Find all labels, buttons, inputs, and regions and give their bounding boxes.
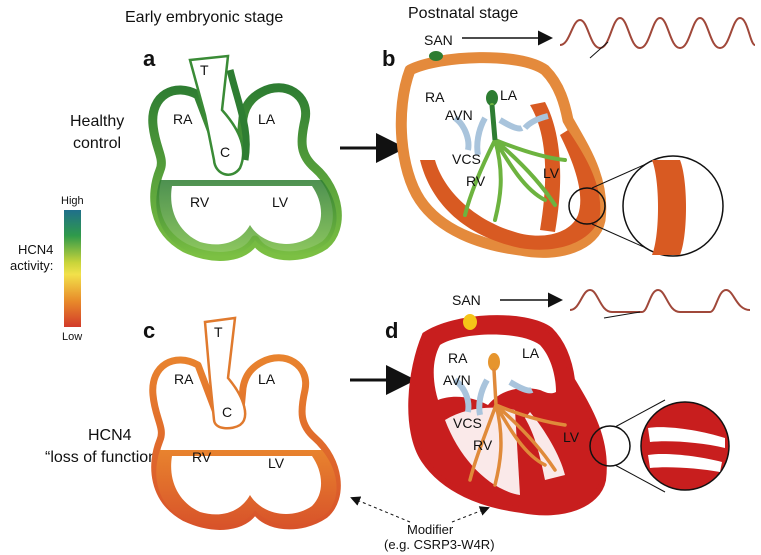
legend-title-activity: activity:	[10, 258, 53, 273]
postnatal-b-VCS: VCS	[452, 151, 481, 167]
header-early-stage: Early embryonic stage	[125, 9, 283, 26]
postnatal-b-AVN: AVN	[445, 107, 473, 123]
panel-label-b: b	[382, 46, 395, 71]
embryo-c-RV: RV	[192, 449, 212, 465]
embryo-a-RA: RA	[173, 111, 193, 127]
row-label-control: control	[73, 135, 121, 152]
postnatal-b-RA: RA	[425, 89, 445, 105]
magnifier-hcn4-loss	[589, 399, 730, 493]
postnatal-b-SAN: SAN	[424, 32, 453, 48]
panel-label-c: c	[143, 318, 155, 343]
embryo-a-LA: LA	[258, 111, 276, 127]
modifier-arrow-left	[350, 496, 411, 523]
hcn4-activity-colorbar	[64, 210, 81, 327]
embryo-c-LV: LV	[268, 455, 285, 471]
magnifier-healthy	[568, 155, 724, 257]
ecg-trace-healthy	[559, 16, 756, 50]
postnatal-d-SAN: SAN	[452, 292, 481, 308]
embryo-a-C: C	[220, 144, 230, 160]
embryo-a-LV: LV	[272, 194, 289, 210]
postnatal-d-LA: LA	[522, 345, 540, 361]
embryo-a-RV: RV	[190, 194, 210, 210]
postnatal-b-RV: RV	[466, 173, 486, 189]
legend-title-hcn4: HCN4	[18, 242, 53, 257]
postnatal-d-VCS: VCS	[453, 415, 482, 431]
embryo-a-T: T	[200, 62, 209, 78]
modifier-example: (e.g. CSRP3-W4R)	[384, 537, 495, 552]
embryo-c-C: C	[222, 404, 232, 420]
modifier-label: Modifier	[407, 522, 454, 537]
panel-label-d: d	[385, 318, 398, 343]
ecg-trace-hcn4-loss	[569, 288, 751, 313]
postnatal-b-LA: LA	[500, 87, 518, 103]
legend-low-label: Low	[62, 331, 82, 343]
embryonic-heart-hcn4-loss: T C RA LA RV LV	[149, 316, 341, 530]
row-label-loss-of-function: “loss of function”	[45, 449, 162, 466]
header-postnatal-stage: Postnatal stage	[408, 5, 518, 22]
embryo-c-LA: LA	[258, 371, 276, 387]
postnatal-b-LV: LV	[543, 165, 560, 181]
postnatal-heart-hcn4-loss: SAN RA LA AVN VCS RV LV	[408, 292, 607, 516]
embryo-c-RA: RA	[174, 371, 194, 387]
san-node-loss	[463, 314, 477, 330]
postnatal-d-AVN: AVN	[443, 372, 471, 388]
postnatal-d-RA: RA	[448, 350, 468, 366]
embryonic-heart-healthy: T C RA LA RV LV	[148, 54, 342, 261]
legend-high-label: High	[61, 195, 84, 207]
avn-node-loss	[488, 353, 500, 371]
modifier-arrow-right	[451, 506, 490, 523]
postnatal-d-LV: LV	[563, 429, 580, 445]
row-label-hcn4: HCN4	[88, 427, 132, 444]
avn-node	[486, 90, 498, 106]
embryo-c-T: T	[214, 324, 223, 340]
san-node	[429, 51, 443, 61]
panel-label-a: a	[143, 46, 156, 71]
postnatal-d-RV: RV	[473, 437, 493, 453]
postnatal-heart-healthy: SAN RA LA AVN VCS RV LV	[395, 32, 607, 258]
row-label-healthy: Healthy	[70, 113, 124, 130]
